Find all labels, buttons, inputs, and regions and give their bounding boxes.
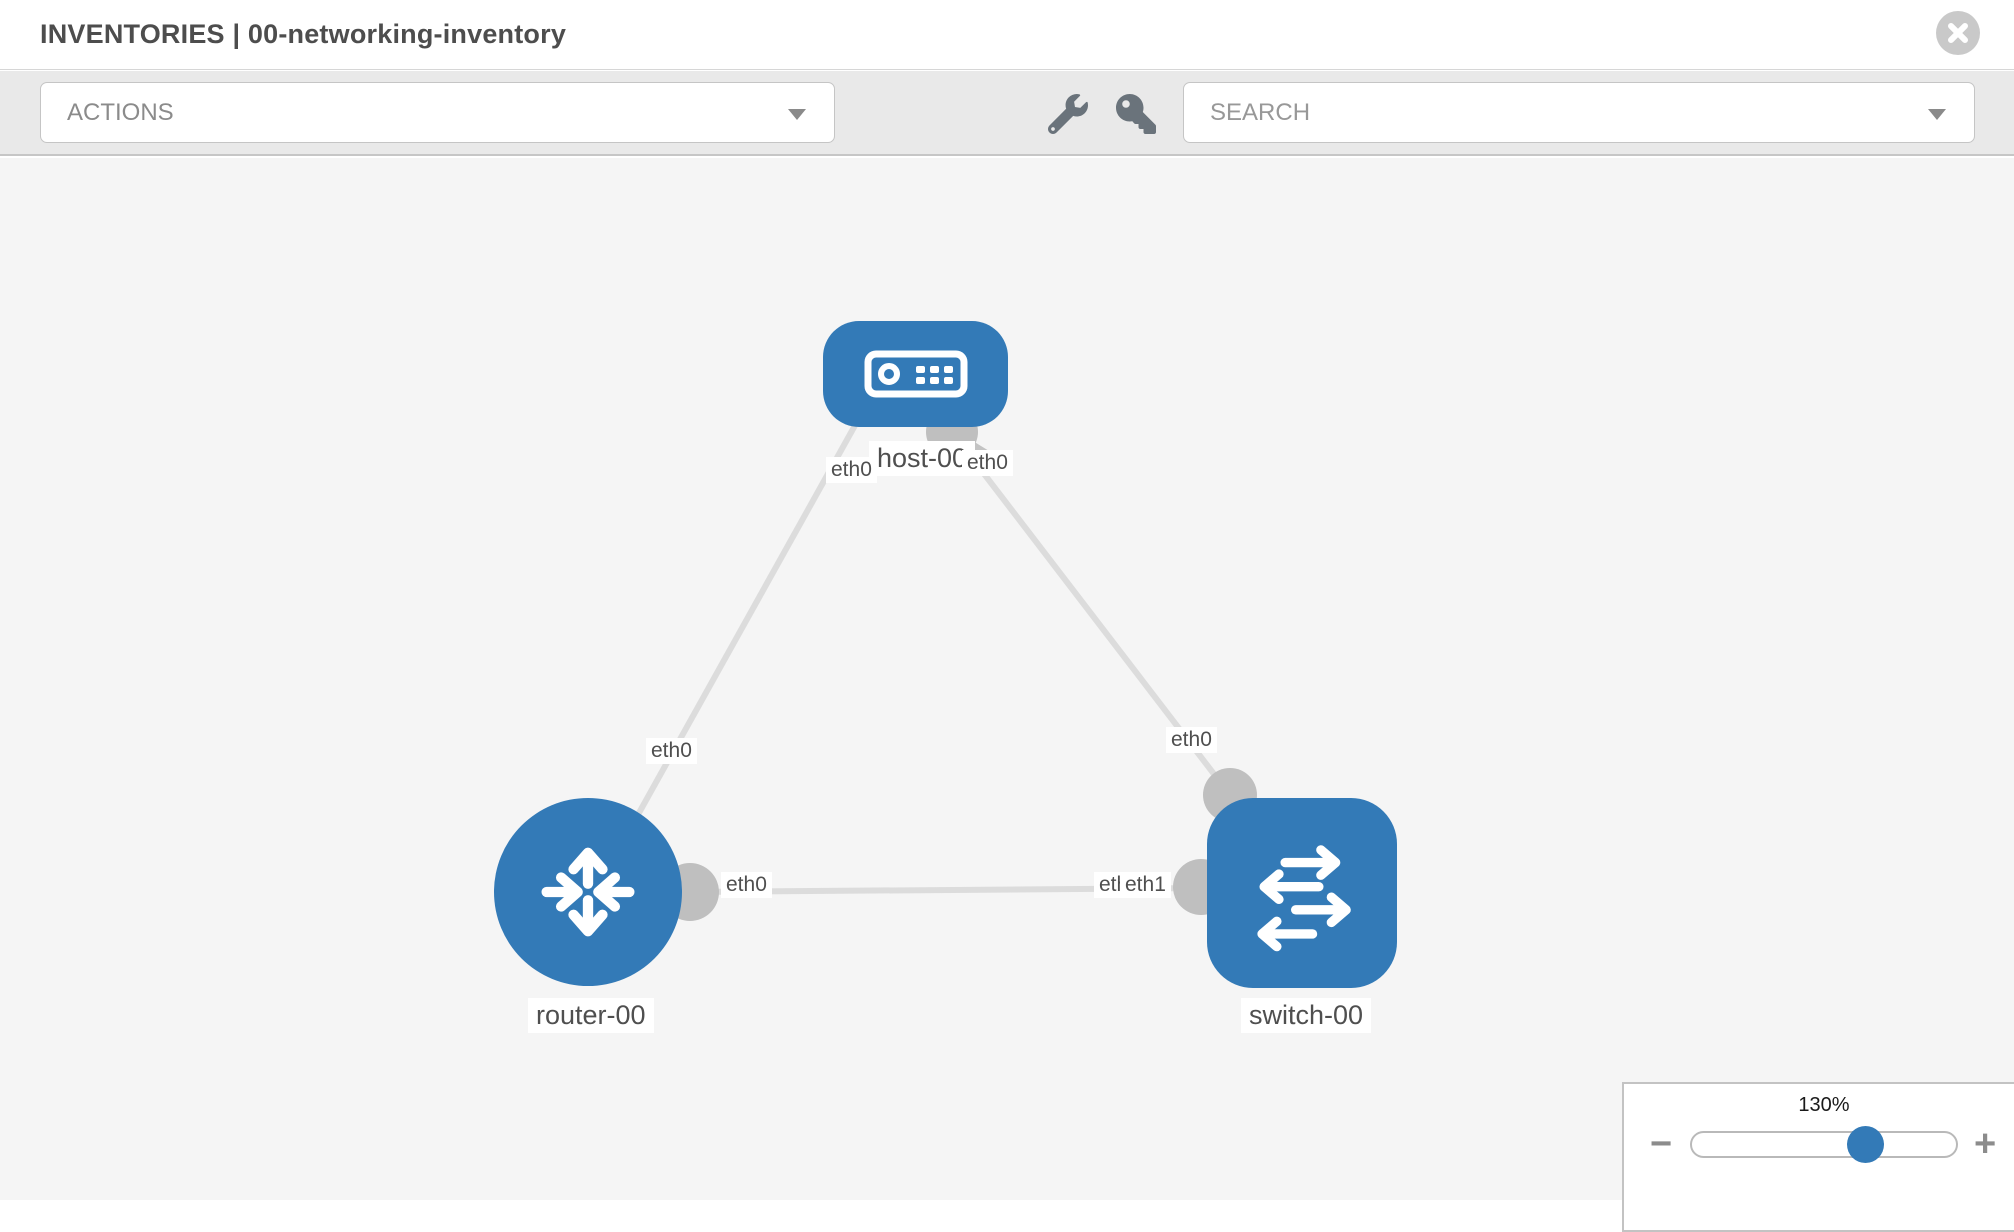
node-router-00[interactable] (494, 798, 682, 986)
zoom-out-button[interactable]: − (1650, 1123, 1673, 1165)
node-label-host-00[interactable]: host-00 (869, 441, 976, 476)
router-icon (541, 847, 635, 937)
topology-links-layer (622, 406, 1257, 921)
host-icon (864, 350, 967, 398)
interface-connectors (661, 406, 1257, 921)
node-host-00[interactable] (823, 321, 1008, 427)
link-host-router[interactable] (622, 418, 861, 840)
interface-label-router-eth0: eth0 (721, 872, 772, 898)
node-switch-00[interactable] (1207, 798, 1397, 988)
switch-icon (1257, 845, 1351, 952)
topology-canvas[interactable]: host-00 router-00 switch-00 eth0 eth0 et… (0, 158, 2014, 1200)
interface-label-router-link-eth0: eth0 (646, 738, 697, 764)
credentials-button[interactable] (1116, 94, 1156, 134)
chevron-down-icon (788, 109, 806, 120)
node-label-switch-00[interactable]: switch-00 (1241, 998, 1372, 1033)
actions-dropdown-label: ACTIONS (67, 98, 174, 126)
search-dropdown[interactable]: SEARCH (1183, 82, 1975, 143)
interface-label-switch-eth1: eth1 (1120, 872, 1171, 898)
node-label-router-00[interactable]: router-00 (528, 998, 654, 1033)
zoom-control-panel: 130% − + (1622, 1082, 2014, 1232)
close-icon (1948, 23, 1968, 43)
interface-label-host-eth0-right: eth0 (962, 450, 1013, 476)
search-placeholder: SEARCH (1210, 98, 1311, 126)
interface-label-switch-link-eth0: eth0 (1166, 727, 1217, 753)
toolbar: ACTIONS SEARCH (0, 71, 2014, 156)
header: INVENTORIES | 00-networking-inventory (0, 0, 2014, 70)
zoom-slider-track[interactable] (1690, 1131, 1958, 1158)
key-icon (1116, 94, 1156, 134)
topology-links (622, 418, 1233, 895)
zoom-slider-thumb[interactable] (1847, 1126, 1884, 1163)
wrench-icon (1047, 94, 1088, 135)
zoom-level-value: 130% (1798, 1094, 1850, 1116)
interface-label-host-eth0-left: eth0 (826, 457, 877, 483)
configure-button[interactable] (1047, 94, 1088, 135)
page-title: INVENTORIES | 00-networking-inventory (40, 19, 567, 49)
zoom-in-button[interactable]: + (1974, 1123, 1997, 1165)
close-button[interactable] (1936, 11, 1980, 55)
actions-dropdown[interactable]: ACTIONS (40, 82, 835, 143)
chevron-down-icon (1928, 109, 1946, 120)
